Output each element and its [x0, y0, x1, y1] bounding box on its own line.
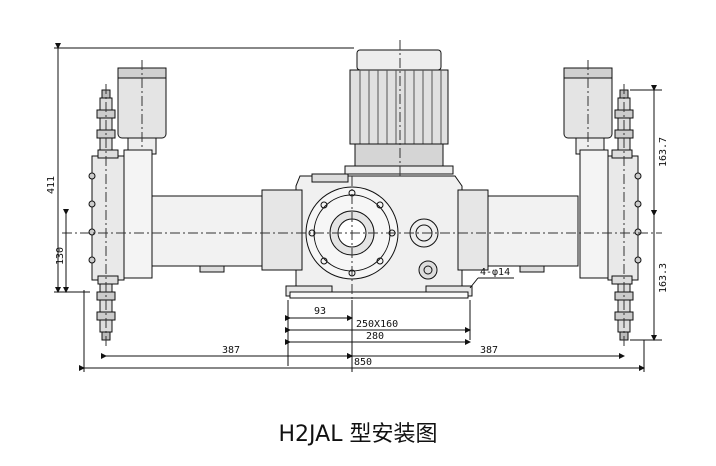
dim-total-height: 411	[46, 176, 57, 194]
dim-holes: 4-φ14	[480, 267, 510, 278]
drawing-caption: H2JAL 型安装图	[278, 422, 438, 447]
dim-center-height: 130	[55, 247, 66, 265]
dimension-lines	[54, 43, 662, 372]
dim-upper-right: 163.7	[658, 137, 669, 167]
dim-base-holes: 250X160	[356, 319, 398, 330]
motor	[344, 49, 454, 175]
left-tube	[151, 189, 303, 273]
dim-left-span: 387	[222, 345, 240, 356]
left-pump-head	[88, 67, 167, 341]
right-tube	[457, 189, 579, 273]
dim-offset: 93	[314, 306, 326, 317]
dim-total-width: 850	[354, 357, 372, 368]
base-feet	[285, 285, 473, 299]
dim-right-span: 387	[480, 345, 498, 356]
dim-lower-right: 163.3	[658, 263, 669, 293]
center-lines	[62, 40, 662, 346]
dim-base-width: 280	[366, 331, 384, 342]
